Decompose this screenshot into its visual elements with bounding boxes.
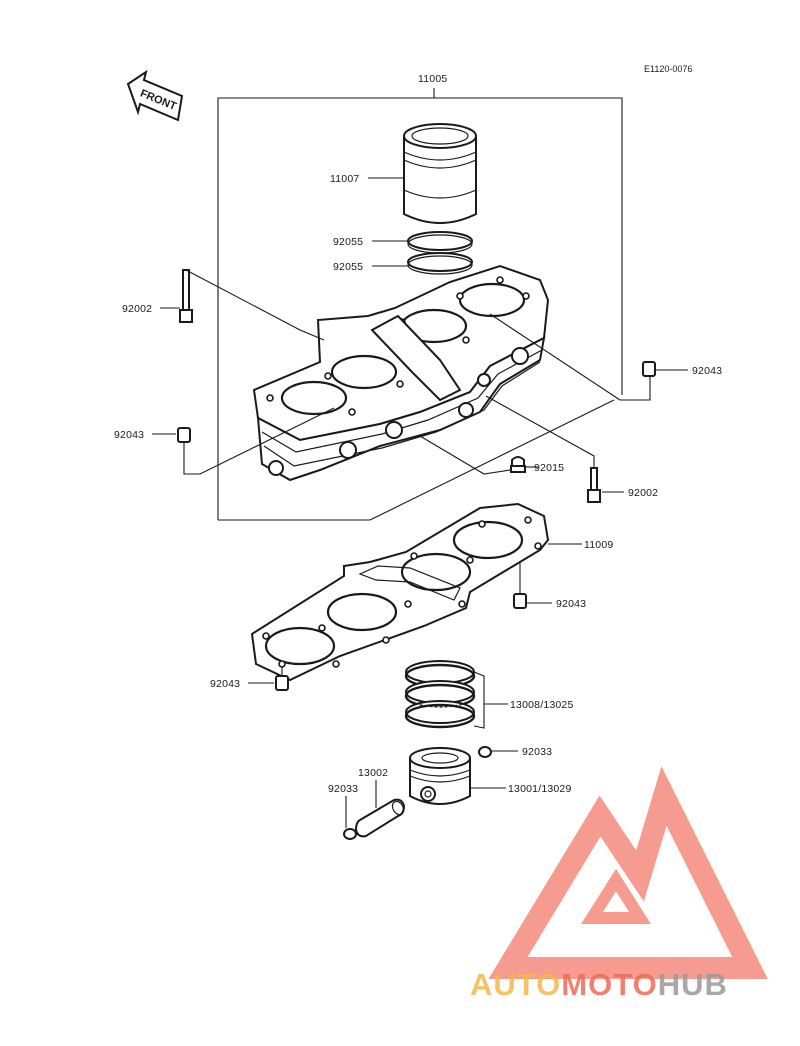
watermark-moto: MOTO bbox=[561, 967, 657, 1002]
piston-ring-set bbox=[404, 660, 476, 729]
automotohub-logo bbox=[488, 766, 768, 979]
front-arrow-icon: FRONT bbox=[126, 69, 184, 122]
label-92033-left: 92033 bbox=[328, 783, 358, 795]
stud-bolt-right bbox=[587, 467, 601, 503]
o-ring-lower bbox=[407, 252, 473, 275]
label-92002-left: 92002 bbox=[122, 303, 152, 315]
label-92043-left: 92043 bbox=[114, 429, 144, 441]
watermark-hub: HUB bbox=[658, 967, 728, 1002]
cylinder-base-gasket bbox=[250, 502, 550, 682]
label-11009: 11009 bbox=[584, 539, 613, 551]
label-92002-right: 92002 bbox=[628, 487, 658, 499]
o-ring-upper bbox=[407, 231, 473, 254]
dowel-pin-left bbox=[177, 427, 191, 443]
label-13008-13025: 13008/13025 bbox=[510, 699, 574, 711]
cylinder-assembly-bracket bbox=[217, 88, 623, 521]
label-92055-a: 92055 bbox=[333, 236, 363, 248]
label-92015: 92015 bbox=[534, 462, 564, 474]
dowel-pin-gasket-right bbox=[513, 593, 527, 609]
cylinder-block bbox=[252, 264, 550, 482]
label-11007: 11007 bbox=[330, 173, 359, 185]
stud-bolt-left bbox=[179, 269, 193, 323]
svg-text:AUTOMOTOHUB: AUTOMOTOHUB bbox=[470, 967, 728, 1002]
label-11005: 11005 bbox=[418, 73, 447, 85]
label-92055-b: 92055 bbox=[333, 261, 363, 273]
label-92033-right: 92033 bbox=[522, 746, 552, 758]
circlip-right bbox=[478, 746, 492, 758]
dowel-pin-gasket-left bbox=[275, 675, 289, 691]
label-92043-right: 92043 bbox=[692, 365, 722, 377]
label-13002: 13002 bbox=[358, 767, 388, 779]
label-92043-gasket-right: 92043 bbox=[556, 598, 586, 610]
circlip-left bbox=[343, 828, 357, 840]
automotohub-wordmark: AUTOMOTOHUB bbox=[470, 967, 728, 1002]
piston bbox=[409, 747, 471, 805]
label-92043-gasket-left: 92043 bbox=[210, 678, 240, 690]
watermark-auto: AUTO bbox=[470, 967, 561, 1002]
cylinder-sleeve bbox=[403, 123, 477, 224]
piston-pin bbox=[354, 798, 406, 838]
diagram-ref-code: E1120-0076 bbox=[644, 64, 692, 74]
label-13001-13029: 13001/13029 bbox=[508, 783, 572, 795]
cap-plug bbox=[510, 456, 526, 473]
dowel-pin-right bbox=[642, 361, 656, 377]
